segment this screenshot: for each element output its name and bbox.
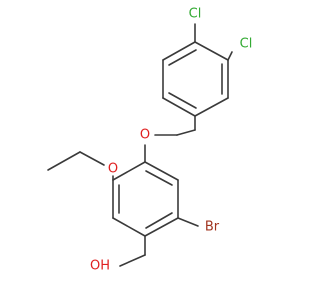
chlorine-atom-label: Cl [189,7,202,22]
dichlorophenyl-ring [162,41,229,117]
bond [47,151,81,171]
bond [144,217,179,237]
ethoxy-oxygen-label: O [108,162,118,177]
bond-to-chlorine-side [227,51,233,61]
bond [162,41,196,61]
bond [145,212,173,229]
bond [194,97,229,117]
bond [112,161,146,181]
bond [168,92,197,109]
bond [194,41,229,61]
bond-to-bromine [177,217,199,227]
bond [176,129,196,136]
bond [168,49,197,66]
bond [79,151,105,166]
bond [162,97,196,117]
bond [145,170,173,186]
central-ring [112,144,179,237]
bond-to-hydroxyl [119,254,146,267]
bond [112,217,146,237]
bond [144,161,179,181]
hydroxyl-label: OH [90,259,110,274]
molecule-structure: Cl Cl O O Br OH [47,7,253,274]
chlorine-atom-label: Cl [240,37,253,52]
bromine-atom-label: Br [205,220,220,235]
ether-oxygen-label: O [140,128,150,143]
